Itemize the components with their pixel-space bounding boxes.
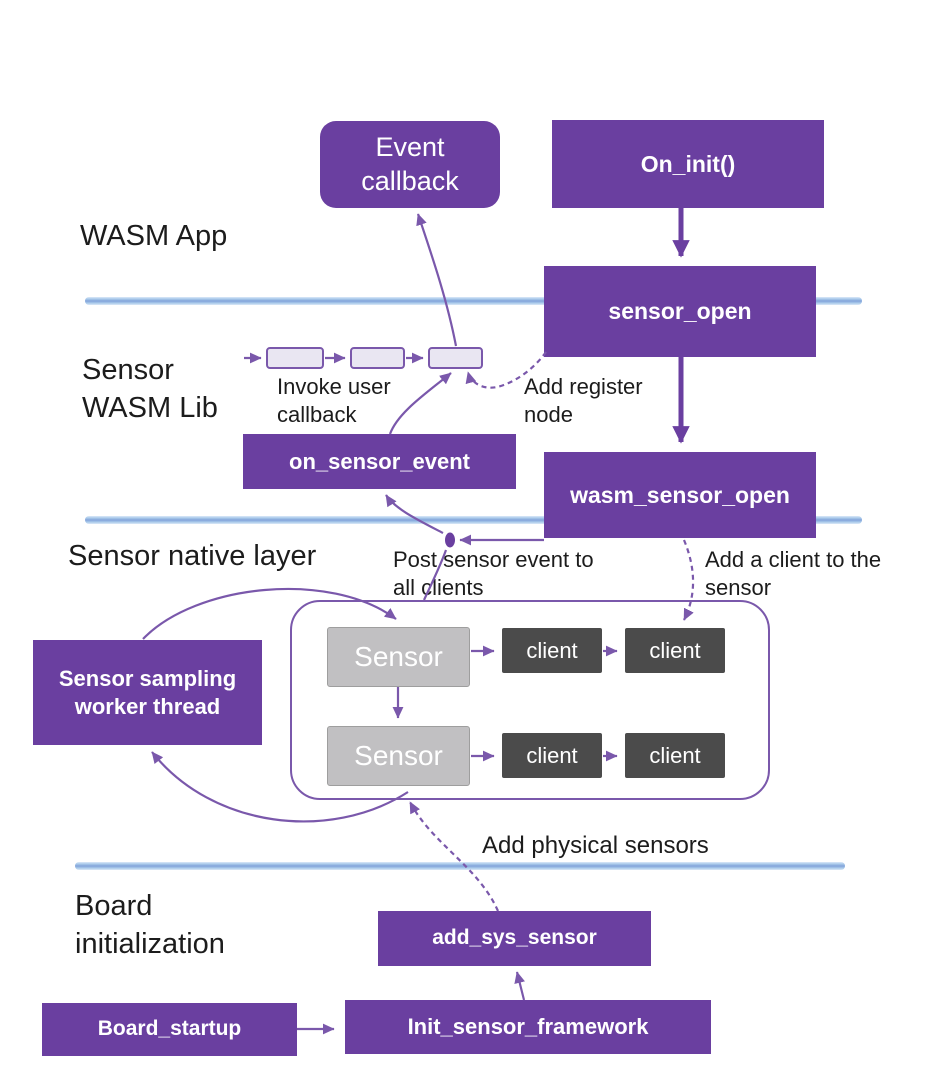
client-box-4: client (625, 733, 725, 778)
arrow-init-to-add-sys-sensor (514, 971, 526, 1001)
client-box-3: client (502, 733, 602, 778)
note-add-register-node: Add register node (524, 374, 643, 427)
sensor-box-2: Sensor (327, 726, 470, 786)
sensor-client-container (290, 600, 770, 800)
layer-label-board-init: Board initialization (75, 890, 225, 960)
layer-label-sensor-native: Sensor native layer (68, 540, 317, 572)
client-box-1: client (502, 628, 602, 673)
box-event-callback: Event callback (320, 121, 500, 208)
layer-divider-wasm-app (85, 297, 862, 305)
register-node-3 (428, 347, 483, 369)
layer-divider-board (75, 862, 845, 870)
layer-label-wasm-app: WASM App (80, 220, 228, 252)
arrow-chain-to-event-callback (416, 213, 458, 347)
client-box-2: client (625, 628, 725, 673)
box-on-init: On_init() (552, 120, 824, 208)
layer-label-sensor-wasm-lib: Sensor WASM Lib (82, 354, 218, 424)
sensor-box-1: Sensor (327, 627, 470, 687)
note-add-client-to-sensor: Add a client to the sensor (705, 547, 882, 600)
box-add-sys-sensor: add_sys_sensor (378, 911, 651, 966)
box-wasm-sensor-open: wasm_sensor_open (544, 452, 816, 538)
note-post-sensor-event: Post sensor event to all clients (393, 547, 594, 600)
register-node-1 (266, 347, 324, 369)
arrow-junction-to-on-sensor-event (385, 494, 444, 534)
register-node-2 (350, 347, 405, 369)
box-sensor-open: sensor_open (544, 266, 816, 357)
box-board-startup: Board_startup (42, 1003, 297, 1056)
box-on-sensor-event: on_sensor_event (243, 434, 516, 489)
note-add-physical-sensors: Add physical sensors (482, 832, 709, 859)
box-init-sensor-framework: Init_sensor_framework (345, 1000, 711, 1054)
layer-divider-wasm-lib (85, 516, 862, 524)
note-invoke-user-callback: Invoke user callback (277, 374, 391, 427)
box-sensor-sampling-worker: Sensor sampling worker thread (33, 640, 262, 745)
